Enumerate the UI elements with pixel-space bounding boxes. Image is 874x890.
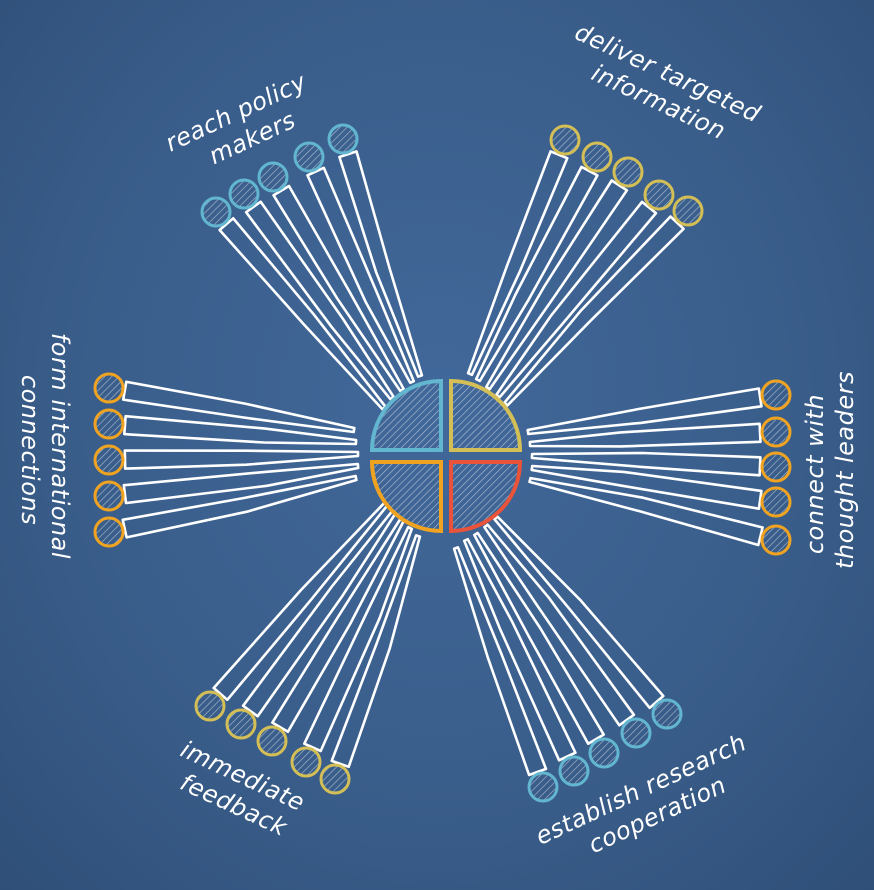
endpoint-dot [93,444,125,476]
endpoint-dot [256,725,288,757]
label-connect-with-thought-leaders: connect with thought leaders [801,371,859,569]
endpoint-dot [581,141,613,173]
endpoint-dot [620,717,652,749]
connector-lanes [121,150,764,777]
connector-lane [474,165,599,383]
connector-lane [452,546,548,777]
connector-lane [495,200,658,399]
connector-lane [466,150,569,377]
endpoint-dot [200,196,232,228]
endpoint-dot [643,179,675,211]
endpoint-dot [93,480,125,512]
label-establish-research-cooperation: establish research cooperation [531,725,771,878]
connector-lane [123,449,360,470]
endpoint-dot [93,372,125,404]
connector-lane [483,523,636,727]
connector-lane [530,451,762,477]
connector-lane [462,537,577,762]
label-immediate-feedback: immediate feedback [164,735,317,847]
endpoint-dot [651,698,683,730]
center-hub [369,378,523,534]
connector-lane [473,531,605,745]
label-form-international-connections: form international connections [16,333,74,567]
connector-lane [303,525,414,753]
connector-lane [244,200,395,401]
endpoint-dot [760,379,792,411]
endpoint-dot [612,156,644,188]
endpoint-dot [558,755,590,787]
connector-lane [272,184,405,393]
hub-quadrant-bottom-right [449,460,523,534]
connector-lane [123,414,358,446]
endpoint-dot [760,416,792,448]
endpoint-dot [327,123,359,155]
connector-lane [241,509,397,718]
endpoint-dot [228,178,260,210]
connector-lane [493,515,665,710]
endpoint-dot [225,708,257,740]
connector-lane [503,215,685,407]
hub-quadrant-top-left [369,378,443,452]
endpoint-dot [588,737,620,769]
endpoint-dot [93,516,125,548]
connector-lane [485,179,629,391]
connector-lane [528,476,764,547]
endpoint-dot [760,524,792,556]
endpoint-dot [760,486,792,518]
hub-quadrant-top-right [449,378,523,452]
endpoint-dot [293,141,325,173]
label-deliver-targeted-information: deliver targeted information [558,18,772,159]
connector-lane [338,150,424,378]
connector-lane [121,380,356,434]
endpoint-dot [257,161,289,193]
connector-lane [121,474,358,539]
endpoint-dot [93,408,125,440]
connector-lane [330,534,422,769]
endpoint-dot [319,763,351,795]
endpoint-dot [760,451,792,483]
endpoint-dots [93,123,792,803]
hub-quadrant-bottom-left [369,460,443,534]
connector-lane [530,464,763,510]
connector-lane [306,166,416,385]
endpoint-dot [290,746,322,778]
connector-lane [122,462,360,505]
endpoint-dot [527,771,559,803]
connector-lane [526,387,763,436]
endpoint-dot [672,195,704,227]
connector-lane [528,422,762,448]
endpoint-dot [194,690,226,722]
endpoint-dot [549,124,581,156]
